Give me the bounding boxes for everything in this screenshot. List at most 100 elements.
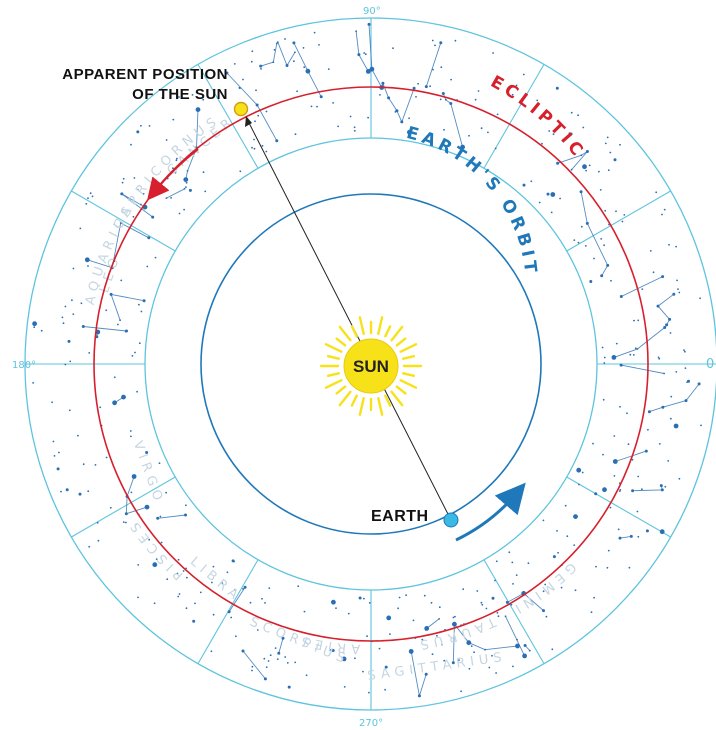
star (254, 120, 256, 123)
star (670, 417, 672, 420)
star (233, 560, 236, 563)
zodiac-pisces: PISCES (125, 515, 186, 582)
star (329, 649, 332, 651)
star (172, 118, 175, 121)
star (606, 566, 609, 569)
star (684, 367, 687, 369)
star (546, 192, 550, 196)
constellation-line (96, 331, 99, 337)
star (363, 597, 365, 600)
star (256, 629, 259, 631)
star (594, 492, 598, 496)
star (522, 73, 525, 76)
star (574, 589, 577, 592)
star (68, 409, 71, 412)
star (331, 599, 336, 605)
star (378, 647, 381, 650)
star (655, 191, 658, 194)
star (136, 130, 140, 134)
star (595, 565, 597, 568)
star (452, 616, 455, 619)
star (573, 544, 576, 546)
star (603, 244, 605, 247)
star (536, 99, 539, 102)
star (263, 657, 266, 660)
zodiac-divider (483, 64, 545, 169)
star (257, 114, 260, 117)
star (585, 169, 587, 172)
star (136, 188, 139, 191)
star (494, 147, 497, 150)
star (297, 585, 300, 588)
star (476, 590, 479, 592)
star (148, 125, 151, 127)
constellation-line (523, 593, 544, 611)
constellation-line (256, 104, 278, 141)
star (284, 38, 286, 40)
star (178, 212, 181, 215)
earth (443, 512, 459, 528)
star (634, 347, 637, 350)
star (170, 197, 173, 199)
constellation-line (524, 645, 531, 652)
star (626, 412, 628, 415)
sun-rays (319, 316, 423, 416)
star (497, 615, 500, 618)
constellation-line (660, 485, 663, 491)
star (132, 215, 135, 218)
star (109, 506, 112, 509)
constellation-line (657, 305, 670, 320)
star (176, 572, 179, 575)
star (641, 488, 643, 491)
star (87, 265, 89, 267)
star (261, 597, 263, 600)
constellation-line (505, 616, 526, 657)
star (366, 635, 368, 638)
star (77, 434, 79, 437)
star (613, 435, 616, 437)
star (64, 363, 67, 366)
star (684, 350, 686, 353)
constellation-line (580, 191, 588, 224)
star (617, 528, 620, 531)
star (541, 142, 543, 145)
star (530, 180, 533, 183)
star (454, 615, 456, 618)
sun-ray (326, 372, 340, 377)
constellation-line (485, 645, 518, 651)
star (438, 606, 441, 609)
star (613, 158, 617, 162)
constellation-line (260, 61, 274, 67)
star (570, 111, 573, 114)
star (652, 271, 655, 274)
star (424, 629, 427, 631)
constellation-line (166, 188, 185, 199)
star (522, 183, 526, 187)
star (415, 96, 417, 98)
sun-ray (358, 397, 365, 416)
star (235, 635, 237, 638)
star (573, 514, 578, 519)
sun-ray (390, 390, 404, 407)
star (88, 352, 91, 354)
star (177, 595, 180, 598)
star (573, 239, 576, 242)
star (260, 68, 262, 70)
star (154, 256, 157, 259)
star (268, 587, 271, 589)
star (72, 313, 75, 315)
star (185, 186, 187, 189)
sun-ray (350, 325, 358, 338)
star (161, 97, 164, 99)
constellation-line (228, 586, 246, 613)
star (349, 115, 352, 118)
star (430, 601, 433, 604)
star (122, 177, 125, 180)
star (234, 588, 236, 591)
star (182, 570, 185, 572)
star (603, 356, 606, 359)
star (678, 291, 681, 294)
star (105, 456, 108, 459)
star (384, 688, 386, 691)
star (593, 596, 595, 599)
